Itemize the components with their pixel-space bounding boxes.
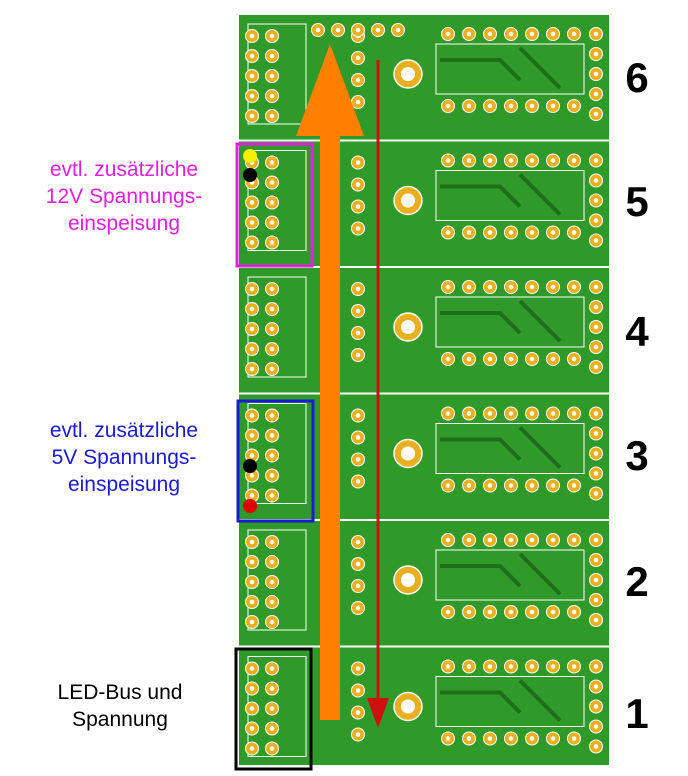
module-number-2: 2 <box>625 558 649 605</box>
label-12v-line2: 12V Spannungs- <box>45 185 203 208</box>
label-12v-line1: evtl. zusätzliche <box>49 158 199 181</box>
ic-outline <box>435 170 585 221</box>
label-led-bus: LED-Bus und Spannung <box>20 679 220 733</box>
pin-black-5v <box>243 459 257 473</box>
bus-flow-arrow-head <box>367 698 389 728</box>
pin-red <box>243 499 257 513</box>
module-number-6: 6 <box>625 54 649 101</box>
pin-yellow <box>243 149 257 163</box>
trace <box>440 690 522 714</box>
label-5v: evtl. zusätzliche 5V Spannungs- einspeis… <box>10 417 238 498</box>
trace <box>518 46 562 90</box>
trace <box>440 564 522 588</box>
module-number-4: 4 <box>625 308 649 355</box>
trace <box>518 299 562 343</box>
trace <box>518 552 562 596</box>
pcb-board <box>237 13 611 767</box>
frame-12v <box>235 142 314 268</box>
power-flow-arrow-head <box>296 44 364 136</box>
ic-outline <box>435 43 585 95</box>
trace <box>518 426 562 469</box>
trace <box>440 184 522 208</box>
ic-outline <box>435 549 585 601</box>
trace <box>518 173 562 216</box>
trace <box>518 679 562 722</box>
frame-5v <box>236 399 315 523</box>
pin-black-12v <box>243 168 257 182</box>
label-5v-line2: 5V Spannungs- <box>51 446 197 469</box>
label-12v-line3: einspeisung <box>67 212 181 235</box>
label-led-bus-line2: Spannung <box>72 708 168 731</box>
frame-led-bus <box>234 647 313 771</box>
label-12v: evtl. zusätzliche 12V Spannungs- einspei… <box>10 156 238 237</box>
label-5v-line1: evtl. zusätzliche <box>49 419 199 442</box>
ic-outline <box>435 423 585 474</box>
trace <box>440 437 522 461</box>
module-number-3: 3 <box>625 432 649 479</box>
module-number-1: 1 <box>625 690 649 737</box>
ic-outline <box>435 676 585 727</box>
ic-outline <box>435 296 585 348</box>
label-5v-line3: einspeisung <box>67 473 181 496</box>
label-led-bus-line1: LED-Bus und <box>57 681 183 704</box>
module-number-5: 5 <box>625 178 649 225</box>
trace <box>440 311 522 335</box>
power-flow-arrow-shaft <box>320 120 340 720</box>
trace <box>440 58 522 82</box>
